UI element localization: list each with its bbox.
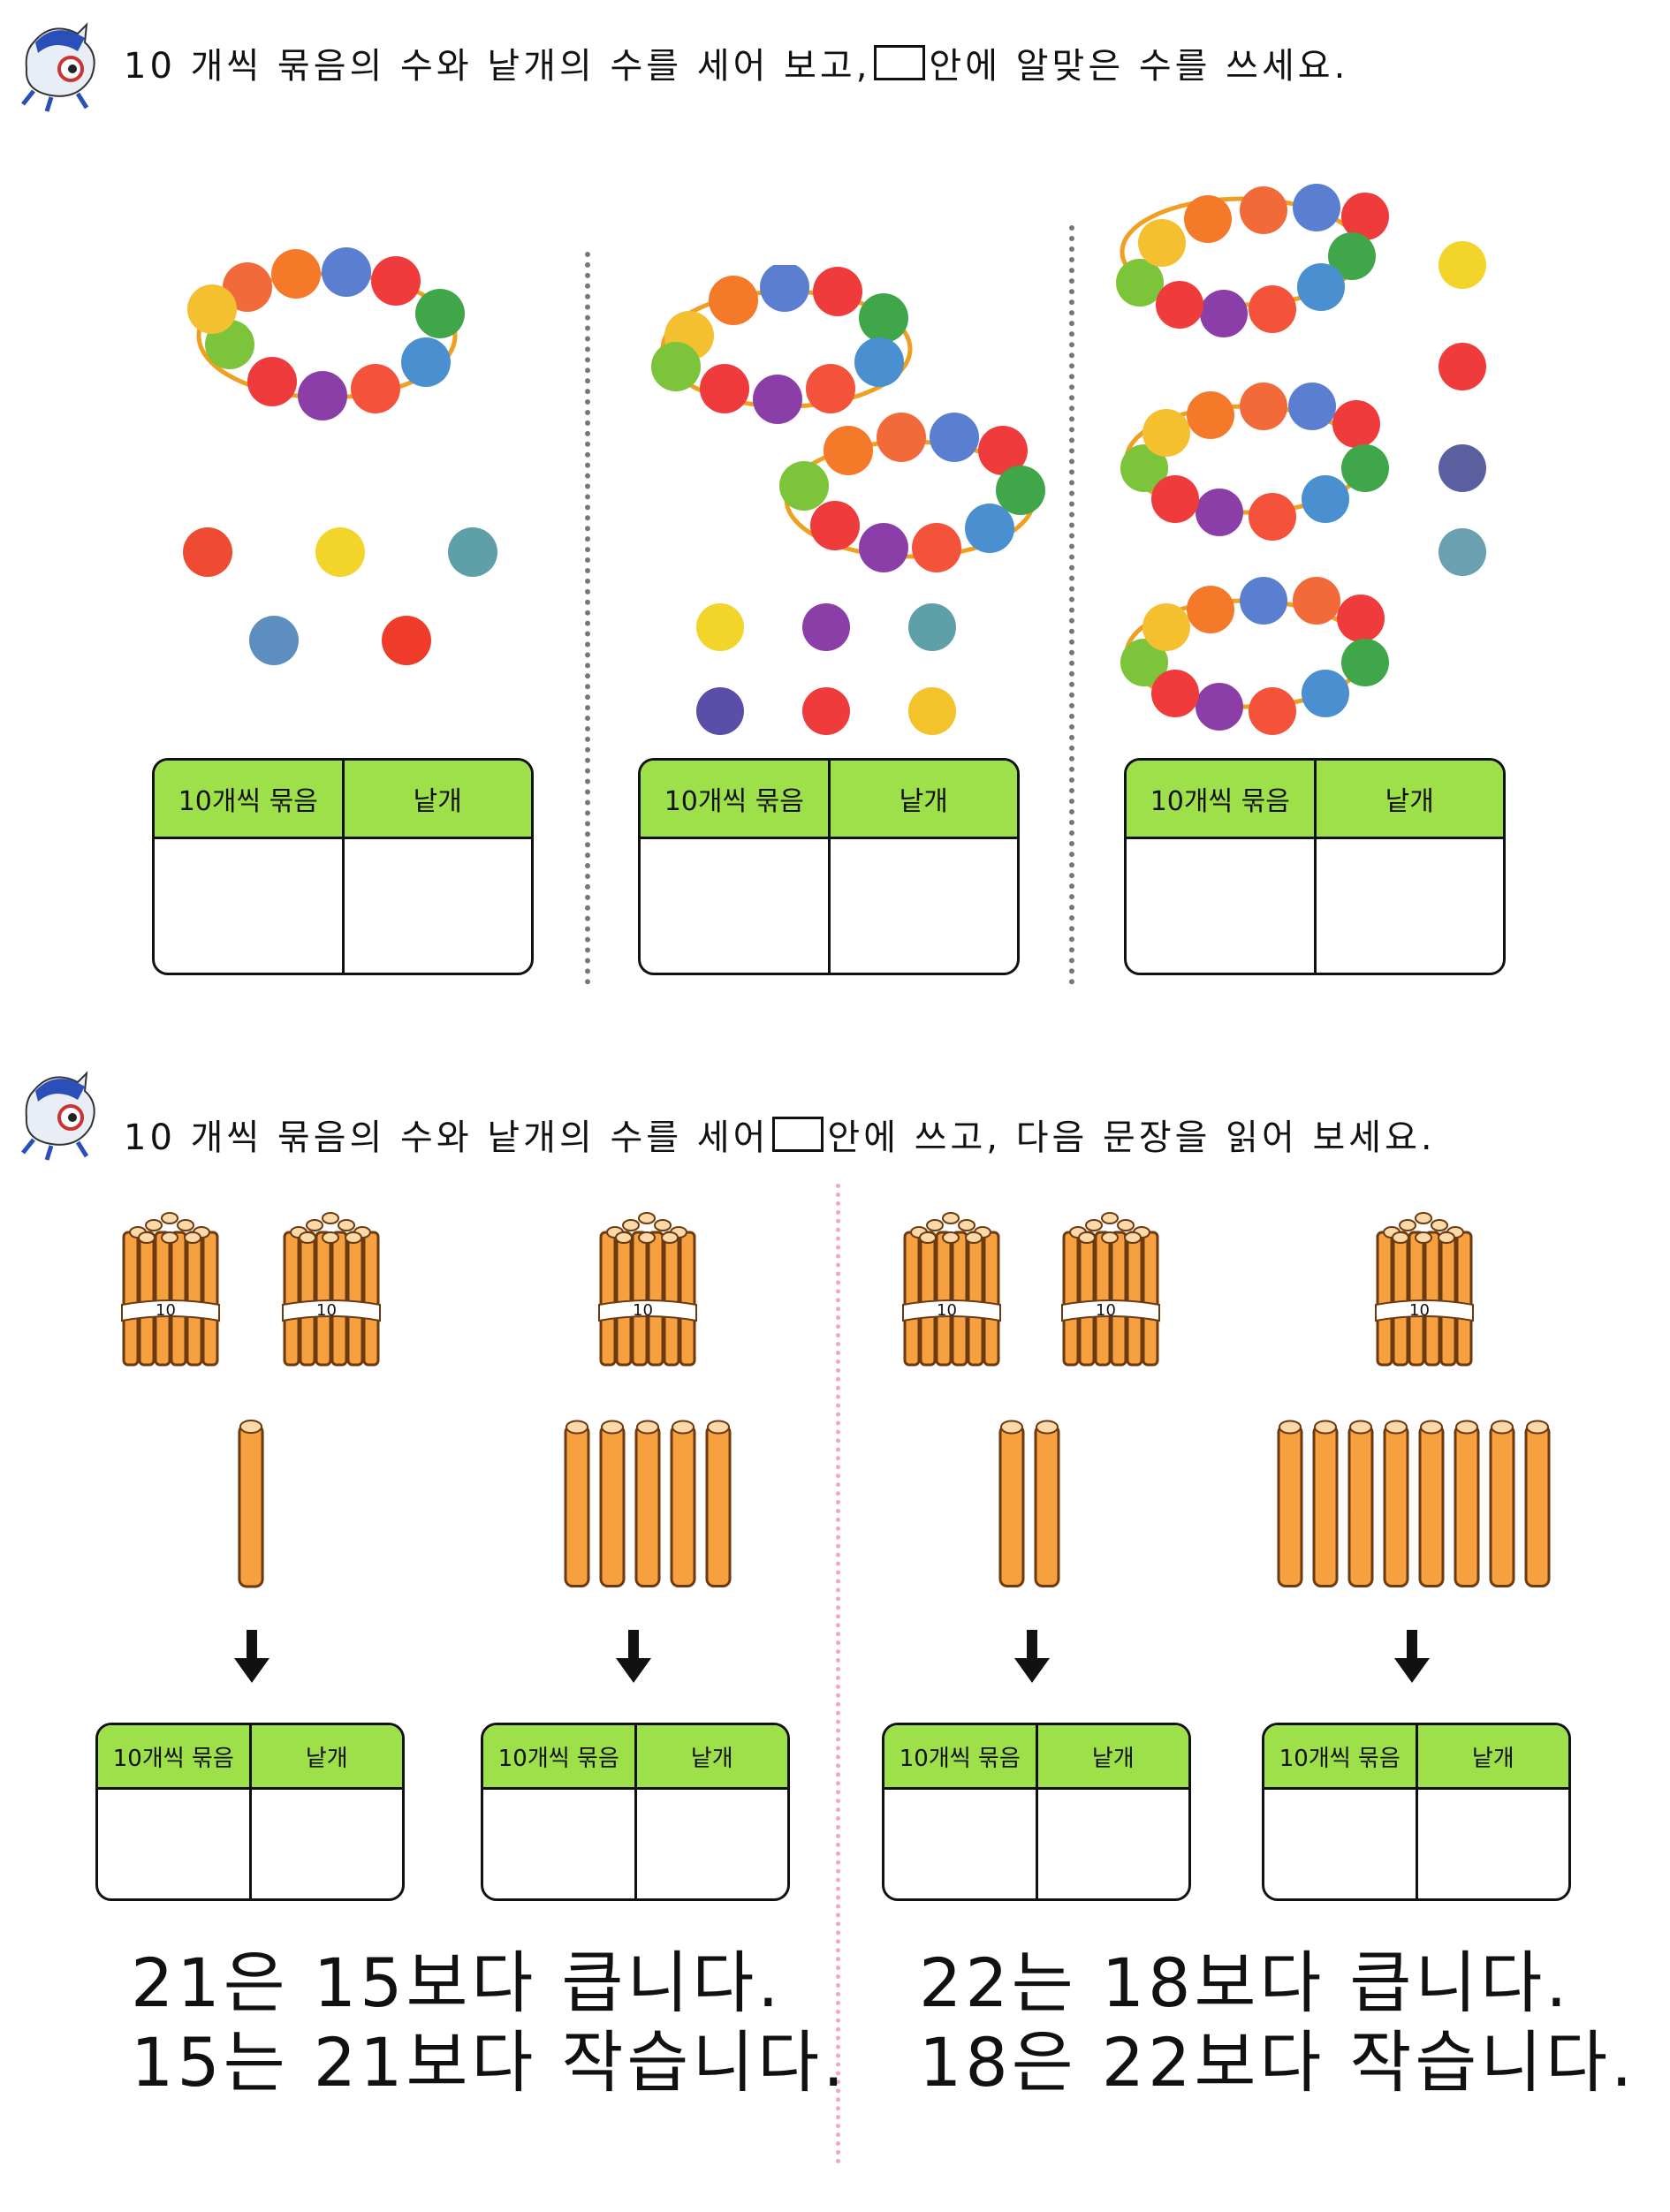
instruction-q1: 10 개씩 묶음의 수와 낱개의 수를 세어 보고, 안에 알맞은 수를 쓰세요… <box>124 37 1348 88</box>
table-header-tens: 10개씩 묶음 <box>155 761 345 837</box>
divider-dotted <box>585 252 590 985</box>
answer-cell-tens[interactable] <box>483 1790 637 1898</box>
bead-ring-icon <box>187 247 465 420</box>
down-arrow-icon <box>234 1630 269 1683</box>
answer-cell-tens[interactable] <box>1127 839 1317 973</box>
answer-table-q2-3: 10개씩 묶음 낱개 <box>882 1723 1191 1901</box>
answer-table-q1-1: 10개씩 묶음 낱개 <box>152 758 534 975</box>
table-header-ones: 낱개 <box>305 1745 348 1772</box>
answer-cell-ones[interactable] <box>1038 1790 1189 1898</box>
table-header-ones: 낱개 <box>899 786 948 817</box>
answer-cell-tens[interactable] <box>155 839 345 973</box>
answer-cell-tens[interactable] <box>641 839 831 973</box>
bundle-label: 10 <box>316 1301 337 1320</box>
answer-table-q2-1: 10개씩 묶음 낱개 <box>95 1723 405 1901</box>
answer-cell-ones[interactable] <box>345 839 532 973</box>
ten-bundle-icon: 10 <box>1060 1201 1163 1378</box>
divider-dotted <box>1069 225 1074 985</box>
ten-bundle-icon: 10 <box>281 1201 383 1378</box>
bead-icon <box>249 616 299 665</box>
table-header-ones: 낱개 <box>690 1745 733 1772</box>
mascot-icon <box>21 22 95 112</box>
down-arrow-icon <box>1014 1630 1050 1683</box>
bundle-label: 10 <box>937 1301 957 1320</box>
answer-cell-ones[interactable] <box>831 839 1018 973</box>
bundle-label: 10 <box>1409 1301 1430 1320</box>
loose-sticks-2 <box>998 1420 1060 1587</box>
bundle-label: 10 <box>633 1301 653 1320</box>
table-header-tens: 10개씩 묶음 <box>1264 1725 1418 1787</box>
table-header-tens: 10개씩 묶음 <box>641 761 831 837</box>
table-header-tens: 10개씩 묶음 <box>98 1725 252 1787</box>
answer-cell-ones[interactable] <box>1317 839 1504 973</box>
table-header-ones: 낱개 <box>1385 786 1434 817</box>
answer-table-q2-2: 10개씩 묶음 낱개 <box>481 1723 790 1901</box>
answer-table-q1-2: 10개씩 묶음 낱개 <box>638 758 1020 975</box>
statement-left-1: 21은 15보다 큽니다. <box>131 1943 783 2022</box>
statement-right-2: 18은 22보다 작습니다. <box>919 2023 1636 2102</box>
loose-sticks-5 <box>564 1420 732 1587</box>
table-header-ones: 낱개 <box>413 786 462 817</box>
table-header-tens: 10개씩 묶음 <box>884 1725 1038 1787</box>
answer-box-sample <box>772 1117 824 1152</box>
table-header-ones: 낱개 <box>1091 1745 1135 1772</box>
ten-bundle-icon: 10 <box>1374 1201 1476 1378</box>
down-arrow-icon <box>1394 1630 1430 1683</box>
answer-cell-ones[interactable] <box>637 1790 788 1898</box>
ten-bundle-icon: 10 <box>597 1201 700 1378</box>
answer-cell-tens[interactable] <box>884 1790 1038 1898</box>
answer-table-q2-4: 10개씩 묶음 낱개 <box>1262 1723 1571 1901</box>
answer-cell-tens[interactable] <box>1264 1790 1418 1898</box>
answer-cell-tens[interactable] <box>98 1790 252 1898</box>
beads-panel-3 <box>1116 184 1486 735</box>
instruction-q1-part1: 10 개씩 묶음의 수와 낱개의 수를 세어 보고, <box>124 46 871 87</box>
mascot-icon <box>21 1071 95 1161</box>
bundle-label: 10 <box>1096 1301 1116 1320</box>
divider-dotted-pink <box>836 1184 840 2164</box>
answer-cell-ones[interactable] <box>252 1790 403 1898</box>
ten-bundle-icon: 10 <box>120 1201 223 1378</box>
bead-icon <box>315 527 365 577</box>
instruction-q2-part1: 10 개씩 묶음의 수와 낱개의 수를 세어 <box>124 1117 770 1158</box>
table-header-tens: 10개씩 묶음 <box>1127 761 1317 837</box>
statement-left-2: 15는 21보다 작습니다. <box>131 2023 848 2102</box>
bead-icon <box>382 616 431 665</box>
beads-panel-1 <box>183 247 497 665</box>
loose-sticks-8 <box>1277 1420 1551 1587</box>
answer-cell-ones[interactable] <box>1418 1790 1569 1898</box>
answer-box-sample <box>874 45 926 80</box>
statement-right-1: 22는 18보다 큽니다. <box>919 1943 1571 2022</box>
bead-icon <box>448 527 497 577</box>
instruction-q1-part2: 안에 알맞은 수를 쓰세요. <box>929 46 1349 87</box>
bundle-label: 10 <box>156 1301 176 1320</box>
table-header-ones: 낱개 <box>1471 1745 1514 1772</box>
instruction-q2-part2: 안에 쓰고, 다음 문장을 읽어 보세요. <box>827 1117 1436 1158</box>
loose-sticks-1 <box>238 1419 264 1588</box>
beads-panel-2 <box>651 265 1045 735</box>
bead-icon <box>183 527 232 577</box>
answer-table-q1-3: 10개씩 묶음 낱개 <box>1124 758 1506 975</box>
instruction-q2: 10 개씩 묶음의 수와 낱개의 수를 세어 안에 쓰고, 다음 문장을 읽어 … <box>124 1109 1436 1160</box>
down-arrow-icon <box>616 1630 651 1683</box>
table-header-tens: 10개씩 묶음 <box>483 1725 637 1787</box>
ten-bundle-icon: 10 <box>901 1201 1004 1378</box>
